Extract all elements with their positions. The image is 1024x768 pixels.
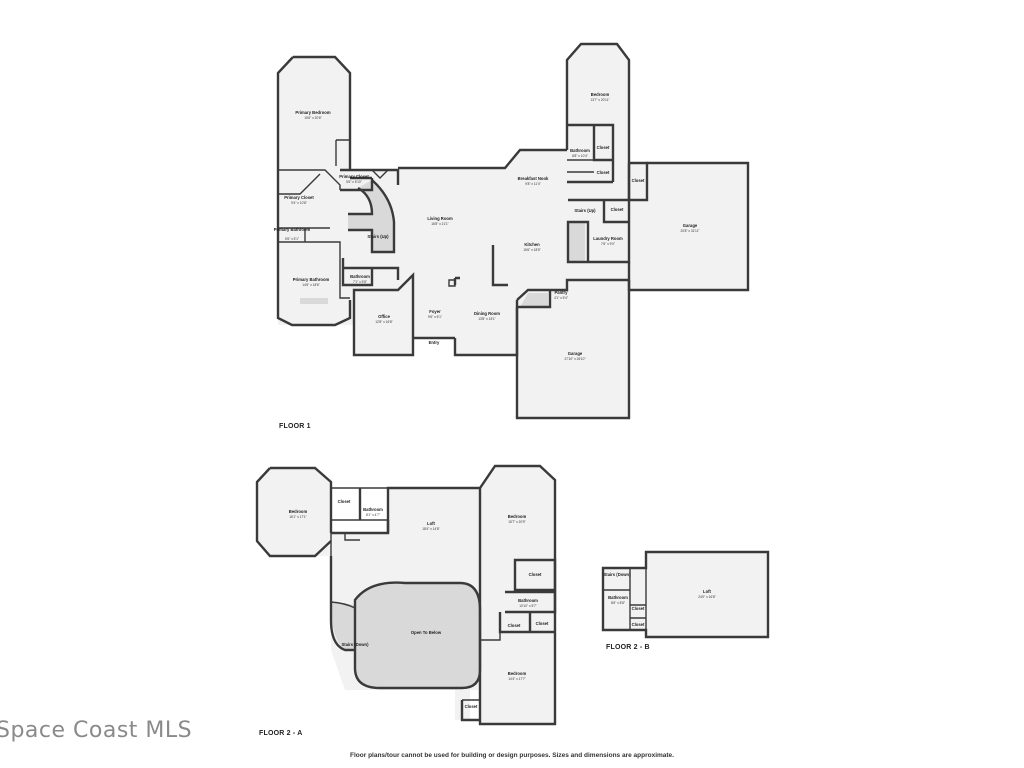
room-dim: 14'4" x 17'7": [508, 677, 525, 681]
room-name: Closet: [632, 606, 645, 611]
room-name: Closet: [465, 704, 478, 709]
room-name: Bedroom: [508, 671, 527, 676]
room-dim: 5'6" x 5'1": [285, 237, 299, 241]
room-dim: 13'8" x 15'1": [478, 317, 495, 321]
room-name: Closet: [597, 170, 610, 175]
floor-2a-outer-walls: [255, 464, 557, 726]
room-dim: 5'6" x 5'10": [346, 180, 362, 184]
room-dim: 8'6" x 8'8": [611, 601, 625, 605]
room-name: Stairs (Up): [574, 208, 596, 213]
room-name: Closet: [632, 178, 645, 183]
floor-2a-plan: [255, 464, 557, 726]
room-dim: 9'4" x 10'8": [291, 201, 307, 205]
primary-suite-walls: [276, 55, 352, 327]
room-name: Primary Closet: [339, 174, 369, 179]
room-name: Dining Room: [474, 311, 500, 316]
room-name: Living Room: [427, 216, 453, 221]
room-name: Primary Bathroom: [293, 277, 330, 282]
room-dim: 8'1" x 4'7": [366, 513, 380, 517]
room-name: Closet: [338, 499, 351, 504]
room-name: Closet: [508, 623, 521, 628]
room-dim: 14'6" x 18'6": [302, 283, 319, 287]
room-dim: 16'8" x 21'1": [431, 222, 448, 226]
room-dim: 15'6" x 18'5": [523, 248, 540, 252]
room-dim: 8'8" x 10'4": [572, 154, 588, 158]
room-name: Bedroom: [508, 514, 527, 519]
room-name: Loft: [427, 521, 436, 526]
room-dim: 7'1" x 5'8": [353, 280, 367, 284]
room-name: Primary Bedroom: [295, 110, 330, 115]
room-name: Primary Closet: [284, 195, 314, 200]
bedroom-wing-walls: [565, 42, 631, 200]
room-name: Garage: [683, 223, 698, 228]
garage-lower-walls: [515, 280, 631, 420]
room-dim: 13'7" x 20'11": [590, 98, 609, 102]
room-labels: Primary Bedroom 15'6" x 20'6" Primary Cl…: [274, 92, 716, 709]
room-name: Bathroom: [570, 148, 590, 153]
room-dim: 10'10" x 5'7": [519, 604, 536, 608]
room-name: Closet: [529, 572, 542, 577]
room-name: Closet: [536, 621, 549, 626]
room-name: Office: [378, 314, 391, 319]
room-name: Breakfast Nook: [518, 176, 549, 181]
room-dim: 9'8" x 11'4": [525, 182, 540, 186]
room-name: Stairs (Up): [367, 234, 389, 239]
room-name: Stairs (Down): [342, 642, 370, 647]
room-name: Bathroom: [518, 598, 538, 603]
room-name: Closet: [611, 207, 624, 212]
room-name: Closet: [597, 145, 610, 150]
room-dim: 7'6" x 9'0": [601, 242, 615, 246]
room-name: Open To Below: [411, 630, 442, 635]
room-dim: 16'1" x 17'1": [289, 515, 306, 519]
room-dim: 20'8" x 31'11": [680, 229, 699, 233]
floor-1-plan: [276, 42, 750, 420]
room-dim: 15'7" x 20'9": [508, 520, 525, 524]
room-name: Laundry Room: [593, 236, 623, 241]
room-dim: 15'6" x 20'6": [304, 116, 321, 120]
room-name: Bathroom: [350, 274, 370, 279]
room-dim: 9'6" x 6'1": [428, 315, 442, 319]
open-to-below-walls: [353, 581, 482, 690]
mls-watermark: Space Coast MLS: [0, 718, 193, 743]
room-name: Bedroom: [591, 92, 610, 97]
room-name: Entry: [429, 340, 440, 345]
floor-2b-label: FLOOR 2 - B: [606, 644, 650, 651]
floor-2b-outer-walls: [601, 550, 770, 639]
room-name: Loft: [703, 589, 712, 594]
room-name: Bathroom: [608, 595, 628, 600]
room-name: Closet: [632, 622, 645, 627]
room-dim: 4'1" x 5'4": [554, 296, 568, 300]
room-name: Foyer: [429, 309, 441, 314]
room-name: Stairs (Down): [604, 572, 632, 577]
room-dim: 12'8" x 16'8": [375, 320, 392, 324]
floor-1-label: FLOOR 1: [279, 423, 311, 430]
room-name: Garage: [568, 351, 583, 356]
floor-2b-plan: [601, 550, 770, 639]
room-name: Pantry: [554, 290, 568, 295]
room-dim: 24'0" x 16'8": [698, 595, 715, 599]
room-name: Kitchen: [524, 242, 540, 247]
room-dim: 18'4" x 14'8": [422, 527, 439, 531]
room-dim: 27'10" x 26'10": [564, 357, 585, 361]
floor-2a-label: FLOOR 2 - A: [259, 730, 303, 737]
room-name: Bedroom: [289, 509, 308, 514]
disclaimer-text: Floor plans/tour cannot be used for buil…: [350, 752, 674, 759]
room-name: Bathroom: [363, 507, 383, 512]
room-name: Primary Bathroom: [274, 227, 311, 232]
